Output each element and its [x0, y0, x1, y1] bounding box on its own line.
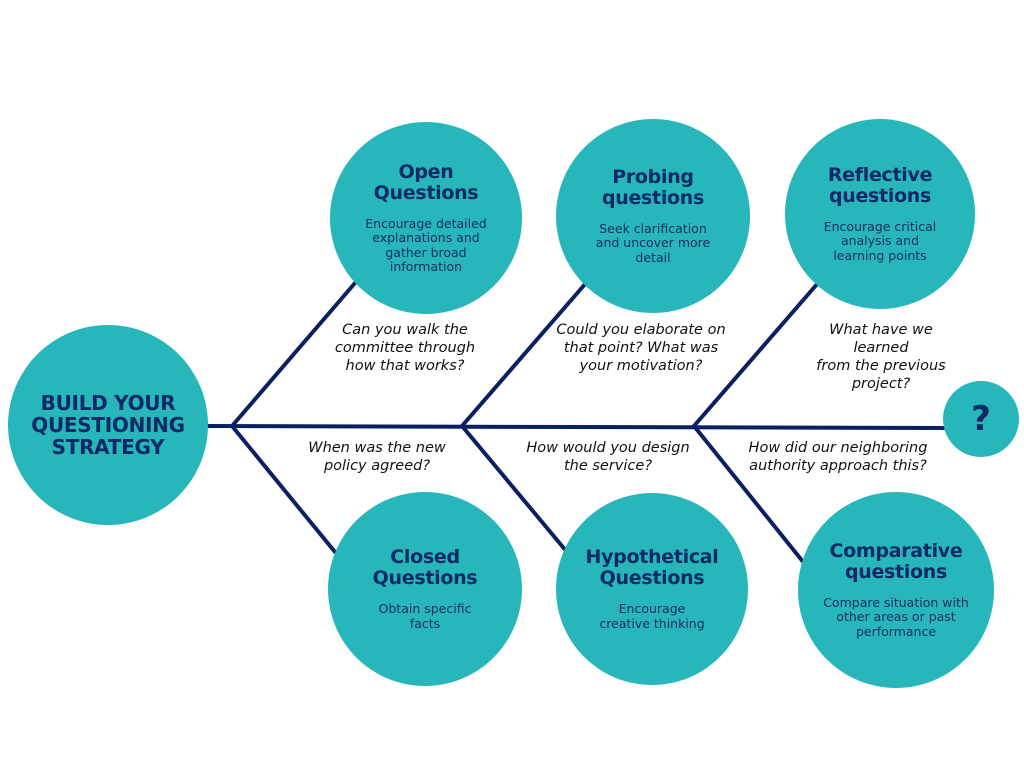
branch-line-closed: [230, 424, 337, 554]
branch-line-probing: [460, 281, 588, 428]
node-desc-reflective: Encourage critical analysis and learning…: [823, 218, 937, 263]
example-closed: When was the new policy agreed?: [308, 440, 446, 474]
branch-line-comparative: [692, 424, 806, 565]
example-open: Can you walk the committee through how t…: [334, 322, 476, 374]
node-title-reflective: Reflective questions: [827, 163, 933, 207]
example-hypothetical: How would you design the service?: [526, 440, 690, 474]
branch-line-reflective: [692, 281, 820, 428]
node-comparative-questions: Comparative questions Compare situation …: [798, 492, 994, 688]
line-group: [203, 281, 950, 565]
branch-line-open: [230, 281, 357, 428]
spine-line: [203, 424, 950, 430]
example-comparative: How did our neighboring authority approa…: [748, 440, 928, 474]
node-reflective-questions: Reflective questions Encourage critical …: [785, 119, 975, 309]
question-mark-icon: ?: [971, 399, 991, 439]
node-hypothetical-questions: Hypothetical Questions Encourage creativ…: [556, 493, 748, 685]
root-title: BUILD YOUR QUESTIONING STRATEGY: [31, 391, 185, 459]
end-question-node: ?: [943, 381, 1019, 457]
branch-line-hypothetical: [460, 424, 569, 554]
node-title-hypothetical: Hypothetical Questions: [585, 546, 719, 589]
root-node: BUILD YOUR QUESTIONING STRATEGY: [8, 325, 208, 525]
node-desc-closed: Obtain specific facts: [378, 601, 472, 631]
node-probing-questions: Probing questions Seek clarification and…: [556, 119, 750, 313]
example-reflective: What have we learned from the previous p…: [816, 322, 946, 392]
node-title-closed: Closed Questions: [372, 546, 478, 589]
node-title-comparative: Comparative questions: [829, 539, 963, 583]
node-desc-comparative: Compare situation with other areas or pa…: [823, 594, 969, 639]
node-title-probing: Probing questions: [601, 165, 705, 209]
node-title-open: Open Questions: [373, 160, 479, 204]
node-desc-probing: Seek clarification and uncover more deta…: [595, 220, 711, 265]
node-closed-questions: Closed Questions Obtain specific facts: [328, 492, 522, 686]
node-desc-open: Encourage detailed explanations and gath…: [365, 215, 487, 274]
node-open-questions: Open Questions Encourage detailed explan…: [330, 122, 522, 314]
node-desc-hypothetical: Encourage creative thinking: [599, 601, 705, 631]
example-probing: Could you elaborate on that point? What …: [556, 322, 726, 374]
